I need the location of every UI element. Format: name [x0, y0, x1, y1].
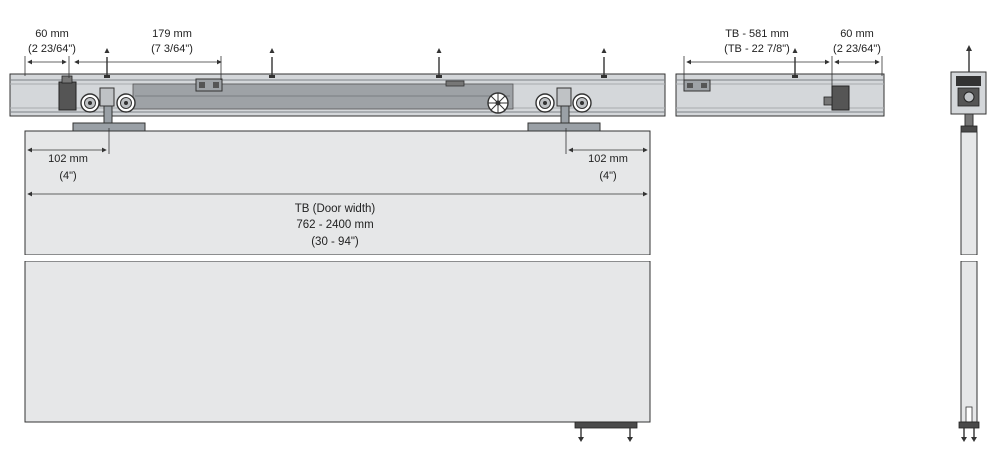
stop-mm-label: 179 mm [152, 28, 192, 40]
left-end-stop [58, 75, 77, 111]
left-hanger-mm-label: 102 mm [48, 153, 88, 165]
dimension-lines [24, 56, 883, 197]
right-rail-section [675, 73, 885, 117]
right-rail-mm-label: TB - 581 mm [725, 28, 789, 40]
spoked-roller [487, 92, 509, 114]
right-rail-in-label: (TB - 22 7/8") [724, 43, 790, 55]
actuator [445, 80, 465, 87]
right-hanger-in-label: (4") [599, 170, 616, 182]
floor-guide [574, 421, 638, 442]
right-hanger-mm-label: 102 mm [588, 153, 628, 165]
soft-close-damper [195, 78, 223, 92]
door-width-mm-label: 762 - 2400 mm [296, 219, 373, 231]
left-end-in-label: (2 23/64") [28, 43, 76, 55]
left-end-mm-label: 60 mm [35, 28, 69, 40]
dimension-labels: 60 mm (2 23/64") 179 mm (7 3/64") TB - 5… [28, 28, 881, 248]
door-panel [22, 130, 653, 423]
stop-in-label: (7 3/64") [151, 43, 193, 55]
right-end-mm-label: 60 mm [840, 28, 874, 40]
side-view [950, 45, 987, 442]
door-width-title: TB (Door width) [295, 203, 376, 215]
right-end-in-label: (2 23/64") [833, 43, 881, 55]
left-hanger-in-label: (4") [59, 170, 76, 182]
door-width-in-label: (30 - 94") [311, 236, 359, 248]
door-hanger-plates [72, 122, 601, 132]
